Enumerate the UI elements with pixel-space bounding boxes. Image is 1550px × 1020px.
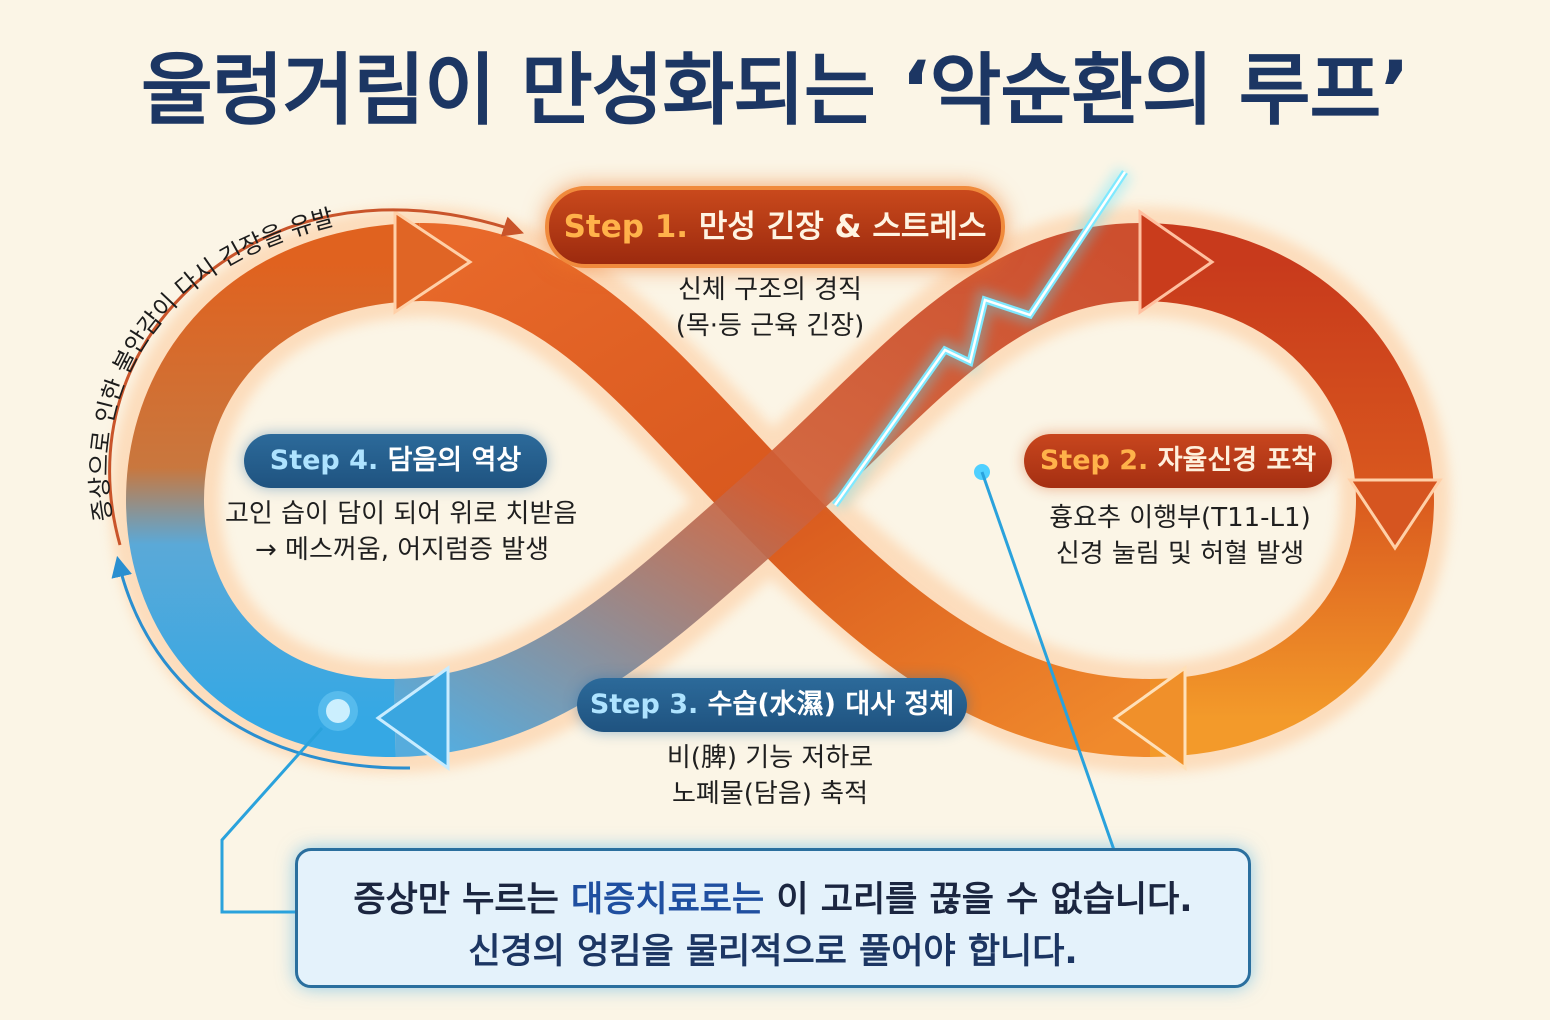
step-1-title: 만성 긴장 & 스트레스 — [698, 209, 987, 245]
feedback-arc — [108, 208, 524, 546]
arrowhead-bottom-left — [375, 665, 450, 771]
step-3-number: Step 3. — [589, 689, 699, 720]
step-2-desc-line-1: 흉요추 이행부(T11-L1) — [1049, 503, 1311, 533]
step-3-desc-line-2: 노폐물(담음) 축적 — [672, 779, 868, 809]
callout-connector-left — [220, 691, 358, 914]
loop-diagonal-cool — [393, 223, 1142, 757]
step-4-description: 고인 습이 담이 되어 위로 치받음 → 메스꺼움, 어지럼증 발생 — [225, 496, 620, 568]
step-2-label: Step 2. 자율신경 포착 — [1024, 434, 1332, 488]
step-4-number: Step 4. — [269, 445, 379, 476]
step-3-desc-line-1: 비(脾) 기능 저하로 — [666, 743, 874, 773]
loop-left-arc — [125, 223, 422, 758]
step-3-label: Step 3. 수습(水濕) 대사 정체 — [577, 678, 967, 732]
lightning-icon — [827, 167, 1133, 511]
page-title: 울렁거림이 만성화되는 ‘악순환의 루프’ — [141, 46, 1410, 136]
callout-line-1-post: 이 고리를 끊을 수 없습니다. — [764, 880, 1193, 920]
step-2-number: Step 2. — [1039, 445, 1149, 476]
callout-line-1: 증상만 누르는 대증치료로는 이 고리를 끊을 수 없습니다. — [298, 871, 1248, 922]
step-1-description: 신체 구조의 경직 (목·등 근육 긴장) — [600, 272, 940, 344]
conclusion-callout: 증상만 누르는 대증치료로는 이 고리를 끊을 수 없습니다. 신경의 엉킴을 … — [295, 848, 1251, 988]
arrowhead-top-right — [1138, 209, 1215, 315]
step-2-desc-line-2: 신경 눌림 및 허혈 발생 — [1055, 539, 1305, 569]
step-4-desc-line-2: → 메스꺼움, 어지럼증 발생 — [255, 535, 550, 565]
arrowhead-right-down — [1347, 478, 1443, 551]
step-4-desc-line-1: 고인 습이 담이 되어 위로 치받음 — [225, 499, 578, 529]
step-4-label: Step 4. 담음의 역상 — [244, 434, 547, 488]
feedback-arc-lower — [111, 555, 411, 770]
step-1-label: Step 1. 만성 긴장 & 스트레스 — [545, 186, 1005, 268]
callout-highlight: 대증치료로는 — [570, 880, 765, 920]
callout-line-1-pre: 증상만 누르는 — [353, 880, 571, 920]
arrowhead-top-left — [393, 209, 473, 315]
step-2-description: 흉요추 이행부(T11-L1) 신경 눌림 및 허혈 발생 — [1010, 500, 1350, 572]
step-3-title: 수습(水濕) 대사 정체 — [707, 689, 955, 720]
step-4-title: 담음의 역상 — [387, 445, 522, 476]
step-1-number: Step 1. — [563, 209, 689, 245]
callout-connector-right — [974, 464, 1116, 851]
step-1-desc-line-2: (목·등 근육 긴장) — [675, 311, 865, 341]
step-3-description: 비(脾) 기능 저하로 노폐물(담음) 축적 — [595, 740, 945, 812]
arrowhead-bottom-right — [1112, 665, 1187, 771]
callout-line-2: 신경의 엉킴을 물리적으로 풀어야 합니다. — [468, 932, 1078, 972]
step-2-title: 자율신경 포착 — [1157, 445, 1317, 476]
step-1-desc-line-1: 신체 구조의 경직 — [678, 275, 862, 305]
